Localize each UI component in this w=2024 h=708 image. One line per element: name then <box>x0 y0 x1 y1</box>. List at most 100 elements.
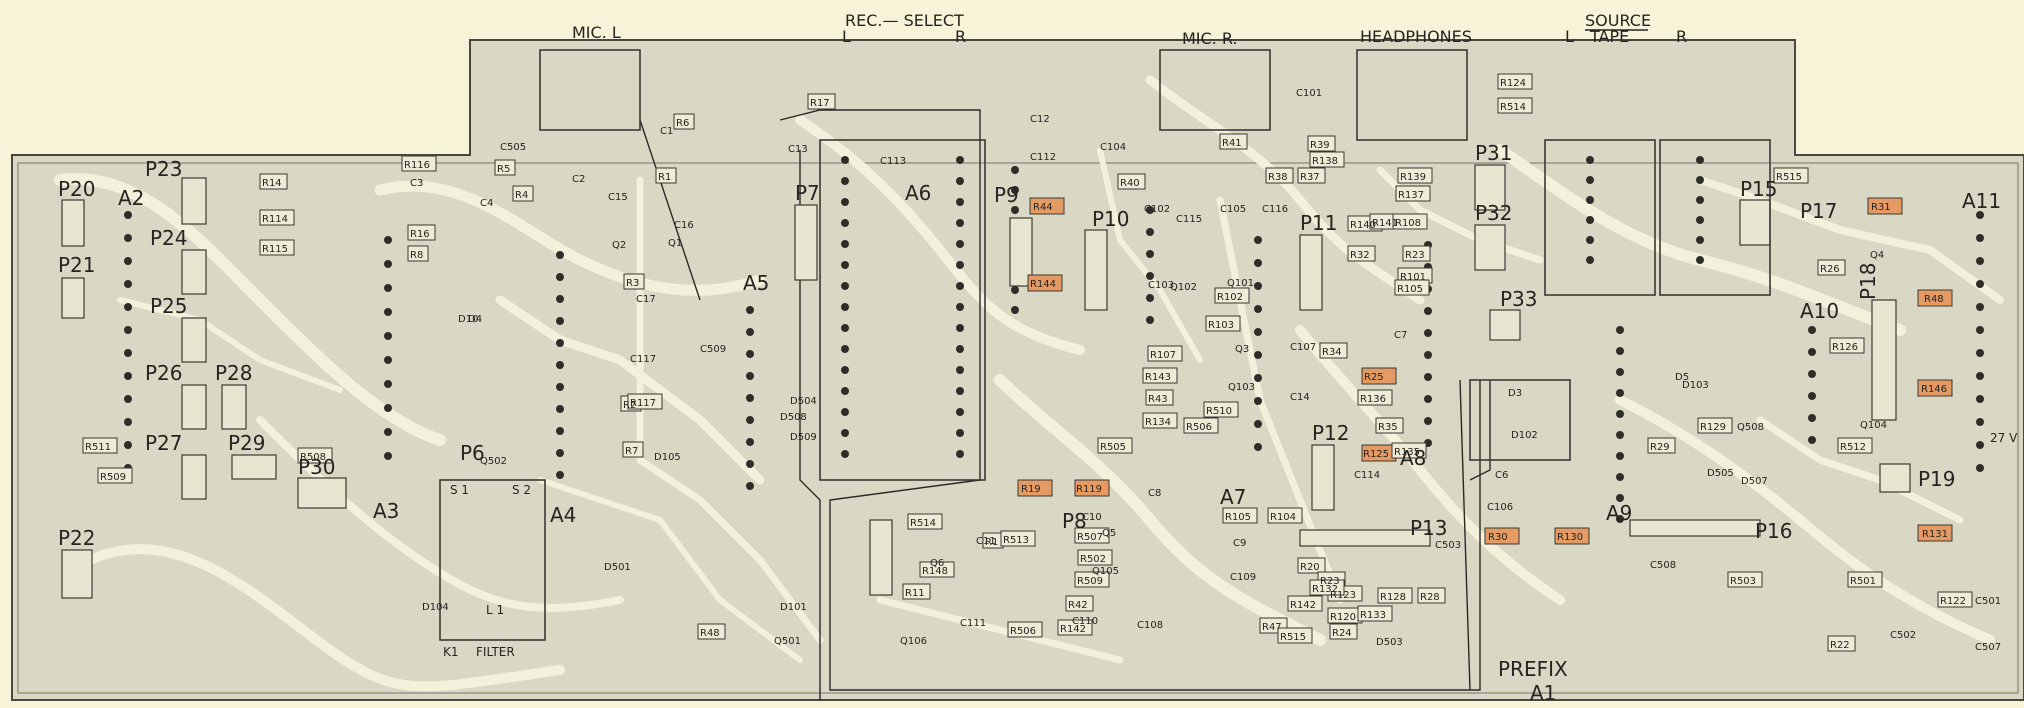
resistor-body <box>907 513 943 530</box>
semiconductor-label: D102 <box>1511 430 1538 441</box>
resistor-label: R14 <box>262 178 282 189</box>
connector-label-p18: P18 <box>1856 262 1880 300</box>
resistor-label: R108 <box>1395 218 1421 229</box>
connector-label-p9: P9 <box>994 183 1019 207</box>
connector-label-p11: P11 <box>1300 211 1338 235</box>
resistor-label: R511 <box>85 442 111 453</box>
resistor-body <box>259 209 295 226</box>
resistor-body <box>1319 342 1348 359</box>
capacitor-label: C110 <box>1072 616 1098 627</box>
prefix-label: PREFIX <box>1498 657 1568 681</box>
resistor-body <box>1117 173 1146 190</box>
resistor-body <box>1007 621 1043 638</box>
resistor-label: R140 <box>1350 220 1376 231</box>
resistor-label: R510 <box>1206 406 1232 417</box>
resistor-body <box>1937 591 1973 608</box>
resistor-label: R1 <box>658 172 671 183</box>
capacitor-label: C112 <box>1030 152 1056 163</box>
connector-label-p20: P20 <box>58 177 96 201</box>
resistor-label: R137 <box>1398 190 1424 201</box>
resistor-body <box>259 173 288 190</box>
resistor-body <box>1347 245 1376 262</box>
headphones-label: HEADPHONES <box>1360 27 1472 46</box>
resistor-body <box>1297 557 1326 574</box>
semiconductor-label: D503 <box>1376 637 1403 648</box>
resistor-label: R139 <box>1400 172 1426 183</box>
resistor-body <box>1000 530 1036 547</box>
k1-label: K1 <box>443 645 459 659</box>
connector-label-p16: P16 <box>1755 519 1793 543</box>
section-label-a8: A8 <box>1400 446 1426 470</box>
resistor-label: R41 <box>1222 138 1242 149</box>
capacitor-label: C509 <box>700 344 726 355</box>
resistor-body <box>494 159 516 176</box>
resistor-body <box>1847 571 1883 588</box>
resistor-label: R4 <box>515 190 528 201</box>
resistor-body <box>407 245 429 262</box>
resistor-label: R115 <box>262 244 288 255</box>
resistor-body <box>1357 605 1393 622</box>
semiconductor-label: D4 <box>468 314 482 325</box>
capacitor-label: C106 <box>1487 502 1513 513</box>
resistor-body <box>1309 579 1345 596</box>
resistor-body <box>623 273 645 290</box>
semiconductor-label: Q103 <box>1228 382 1255 393</box>
resistor-r130: R130 <box>1557 532 1583 543</box>
resistor-body <box>673 113 695 130</box>
connector-label-p10: P10 <box>1092 207 1130 231</box>
resistor-body <box>1392 213 1428 230</box>
resistor-body <box>1377 587 1413 604</box>
capacitor-label: C111 <box>960 618 986 629</box>
resistor-label: R35 <box>1378 422 1398 433</box>
resistor-body <box>919 561 955 578</box>
connector-label-p26: P26 <box>145 361 183 385</box>
resistor-body <box>1309 151 1345 168</box>
resistor-label: R135 <box>1394 447 1420 458</box>
resistor-body <box>1402 245 1431 262</box>
resistor-label: R48 <box>700 628 720 639</box>
l1-label: L 1 <box>486 603 504 617</box>
semiconductor-label: D507 <box>1741 476 1768 487</box>
connector-label-p29: P29 <box>228 431 266 455</box>
resistor-body <box>1397 167 1433 184</box>
resistor-label: R101 <box>1400 272 1426 283</box>
semiconductor-label: D509 <box>790 432 817 443</box>
resistor-label: R142 <box>1060 624 1086 635</box>
semiconductor-label: Q5 <box>1102 528 1116 539</box>
highlighted-resistors <box>1017 197 1953 545</box>
capacitor-label: C116 <box>1262 204 1288 215</box>
resistor-label: R134 <box>1145 417 1171 428</box>
resistor-r44: R44 <box>1033 202 1053 213</box>
connector-label-p25: P25 <box>150 294 188 318</box>
mic-r-label: MIC. R. <box>1182 29 1238 48</box>
section-label-a6: A6 <box>905 181 931 205</box>
resistor-label: R507 <box>1077 532 1103 543</box>
resistor-r31: R31 <box>1871 202 1891 213</box>
resistor-body <box>1142 412 1178 429</box>
resistor-label: R11 <box>905 588 925 599</box>
resistor-label: R503 <box>1730 576 1756 587</box>
capacitor-label: C507 <box>1975 642 2001 653</box>
a1-label: A1 <box>1530 681 1556 705</box>
semiconductor-label: D5 <box>1675 372 1689 383</box>
resistor-label: R122 <box>1940 596 1966 607</box>
semiconductor-label: D105 <box>654 452 681 463</box>
resistor-body <box>1065 595 1094 612</box>
resistor-label: R513 <box>1003 535 1029 546</box>
resistor-label: R514 <box>910 518 936 529</box>
resistor-body <box>1147 345 1183 362</box>
semiconductor-label: Q6 <box>930 558 944 569</box>
resistor-label: R17 <box>810 98 830 109</box>
resistor-body <box>1727 571 1763 588</box>
s1-label: S 1 <box>450 483 469 497</box>
resistor-bodies <box>82 73 1973 652</box>
jack-housings <box>439 49 1771 641</box>
resistor-body <box>1394 279 1430 296</box>
connector-label-p12: P12 <box>1312 421 1350 445</box>
rec-r-label: R <box>955 27 966 46</box>
capacitor-label: C3 <box>410 178 423 189</box>
semiconductor-label: D508 <box>780 412 807 423</box>
semiconductor-label: D504 <box>790 396 817 407</box>
capacitor-label: C10 <box>1082 512 1102 523</box>
